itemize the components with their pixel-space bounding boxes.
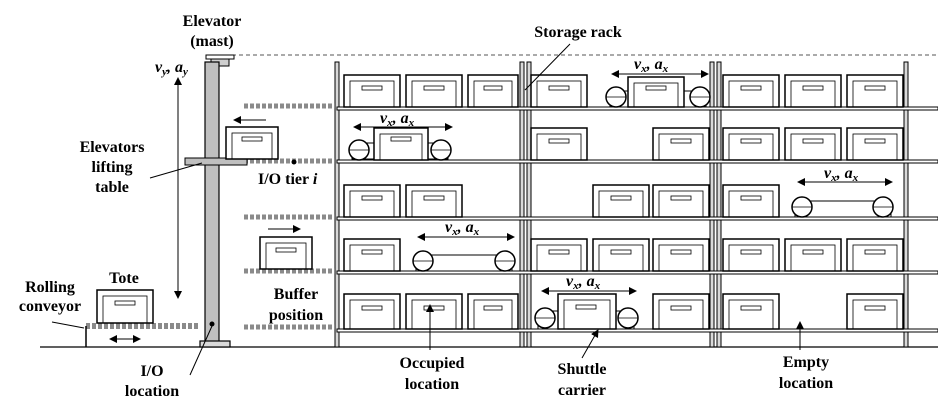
buffer-position-label-1: Buffer bbox=[274, 286, 318, 303]
conveyor-tote bbox=[96, 289, 154, 343]
svg-text:vx, ax: vx, ax bbox=[445, 219, 480, 238]
shuttle-carrier-label-2: carrier bbox=[558, 382, 606, 396]
occupied-location-label-2: location bbox=[405, 376, 459, 393]
buffer-position-label-2: position bbox=[269, 307, 323, 324]
elevators-lifting-table-label-3: table bbox=[95, 179, 129, 196]
storage-rack-label: Storage rack bbox=[534, 24, 622, 41]
elevator-label: Elevator bbox=[183, 13, 242, 30]
shuttle-carrier-3 bbox=[791, 196, 894, 218]
buffer-tote bbox=[259, 225, 313, 270]
rack-uprights bbox=[334, 61, 909, 348]
rolling-conveyor-label-1: Rolling bbox=[25, 279, 75, 296]
buffer-conveyors bbox=[244, 103, 335, 330]
svg-text:vx, ax: vx, ax bbox=[566, 273, 601, 292]
leader-lines bbox=[51, 43, 804, 376]
occupied-location-label-1: Occupied bbox=[400, 355, 465, 372]
rolling-conveyor-label-2: conveyor bbox=[19, 298, 81, 315]
text-labels: Elevator (mast) Storage rack Elevators l… bbox=[19, 13, 833, 396]
shuttle-carrier-2 bbox=[348, 127, 452, 161]
io-tier-label: I/O tier i bbox=[258, 171, 318, 188]
io-location-label-1: I/O bbox=[140, 363, 163, 380]
elevator-mast bbox=[199, 54, 235, 348]
empty-location-label-1: Empty bbox=[783, 354, 829, 371]
vy-ay-label: vy, ay bbox=[155, 59, 188, 78]
rack-totes bbox=[343, 74, 904, 330]
io-location-label-2: location bbox=[125, 383, 179, 396]
elevators-lifting-table-label-2: lifting bbox=[92, 159, 133, 176]
svg-text:vx, ax: vx, ax bbox=[824, 165, 859, 184]
shuttle-motion-arrows bbox=[353, 70, 893, 295]
svg-text:vx, ax: vx, ax bbox=[634, 56, 669, 75]
shuttle-carrier-5 bbox=[534, 293, 639, 330]
tote-label: Tote bbox=[109, 270, 139, 287]
lifting-table bbox=[184, 116, 297, 166]
empty-location-label-2: location bbox=[779, 375, 833, 392]
elevators-lifting-table-label-1: Elevators bbox=[80, 139, 145, 156]
velocity-labels: vx, ax vx, ax vx, ax vx, ax vx, ax bbox=[380, 56, 859, 292]
shuttle-carrier-1 bbox=[605, 76, 711, 108]
shuttle-carrier-label-1: Shuttle bbox=[558, 361, 607, 378]
svg-text:vx, ax: vx, ax bbox=[380, 110, 415, 129]
shuttle-carrier-4 bbox=[412, 250, 516, 272]
shuttle-carriers bbox=[348, 76, 894, 330]
elevator-mast-label: (mast) bbox=[190, 33, 234, 50]
